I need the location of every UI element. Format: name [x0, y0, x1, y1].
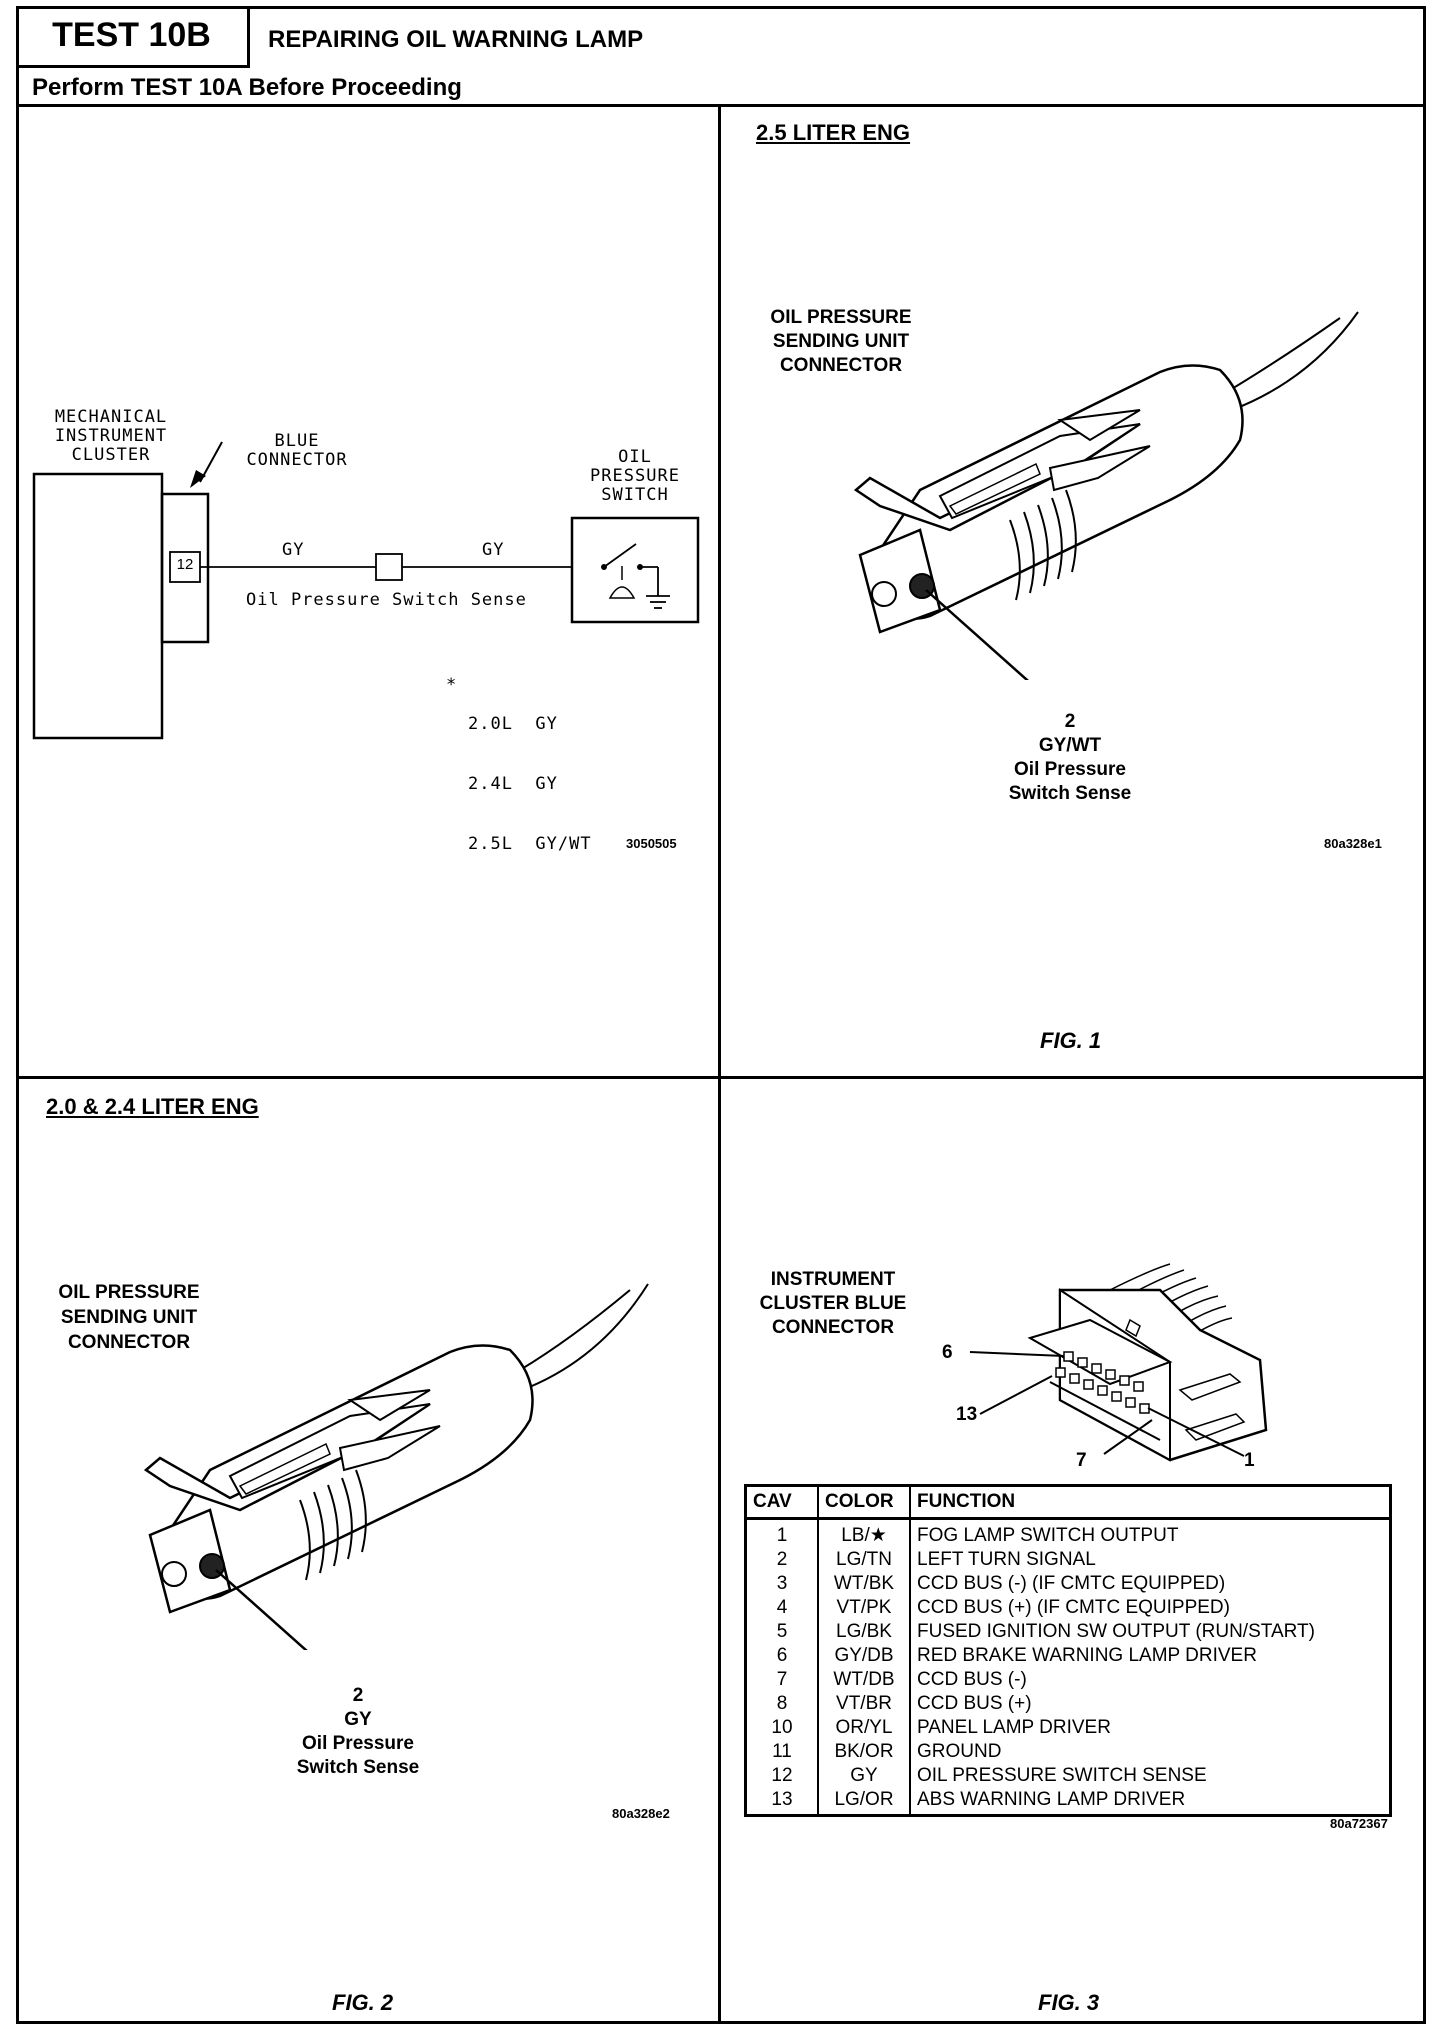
column-divider [718, 104, 721, 2024]
fig2-cavity-1 [161, 1561, 187, 1587]
callout-6: 6 [942, 1342, 953, 1363]
col-color: COLOR [818, 1485, 911, 1520]
callout-13: 13 [956, 1404, 978, 1425]
circuit-name: Oil Pressure Switch Sense [246, 590, 527, 610]
oil-pressure-switch-box [570, 516, 700, 624]
callout-7: 7 [1076, 1450, 1087, 1471]
blue-connector-body [160, 492, 210, 644]
blue-connector-label: BLUE CONNECTOR [246, 431, 348, 470]
callout-1: 1 [1244, 1450, 1255, 1471]
col-cav: CAV [745, 1485, 819, 1520]
fig1-connector-drawing [853, 311, 1359, 680]
page-subtitle: Perform TEST 10A Before Proceeding [32, 74, 462, 101]
fig1-pin-label: 2 GY/WT Oil Pressure Switch Sense [1008, 711, 1132, 804]
fig2-heading: 2.0 & 2.4 LITER ENG [46, 1094, 259, 1119]
fig1-caption: FIG. 1 [1040, 1028, 1102, 1053]
fig2-pin-label: 2 GY Oil Pressure Switch Sense [296, 1685, 420, 1778]
instrument-cluster-box [32, 472, 164, 740]
fig3-connector-drawing [969, 1263, 1268, 1462]
fig1-heading: 2.5 LITER ENG [756, 120, 911, 145]
fig3-caption: FIG. 3 [1038, 1990, 1100, 2015]
fig3-connector-label: INSTRUMENT CLUSTER BLUE CONNECTOR [759, 1269, 907, 1338]
page-title: REPAIRING OIL WARNING LAMP [268, 26, 644, 53]
test-id: TEST 10B [16, 6, 250, 68]
fig3-ref: 80a72367 [1330, 1816, 1388, 1831]
fig2-connector-drawing [143, 1283, 649, 1650]
fig2-connector-label: OIL PRESSURE SENDING UNIT CONNECTOR [58, 1282, 200, 1353]
col-function: FUNCTION [910, 1485, 1391, 1520]
schematic-ref: 3050505 [626, 836, 677, 851]
fig1-connector-label: OIL PRESSURE SENDING UNIT CONNECTOR [770, 307, 912, 376]
wire-color-left: GY [282, 540, 305, 560]
header-divider [16, 104, 1426, 107]
pin-12-label: 12 [176, 556, 194, 573]
wire-color-notes: 2.0L GY 2.4L GY 2.5L GY/WT [468, 714, 592, 854]
fig2-ref: 80a328e2 [612, 1806, 670, 1821]
splice-box [375, 553, 403, 581]
fig1-ref: 80a328e1 [1324, 836, 1382, 851]
cluster-label: MECHANICAL INSTRUMENT CLUSTER [54, 407, 168, 465]
page-frame [16, 6, 1426, 2024]
notes-star: * [446, 675, 458, 695]
schematic-drawing [32, 441, 700, 740]
wire-color-right: GY [482, 540, 505, 560]
table-header-row: CAV COLOR FUNCTION [745, 1485, 1391, 1520]
fig1-cavity-1 [871, 581, 897, 607]
row-divider [16, 1076, 1426, 1079]
fig2-caption: FIG. 2 [332, 1990, 394, 2015]
oil-pressure-switch-label: OIL PRESSURE SWITCH [590, 447, 680, 505]
